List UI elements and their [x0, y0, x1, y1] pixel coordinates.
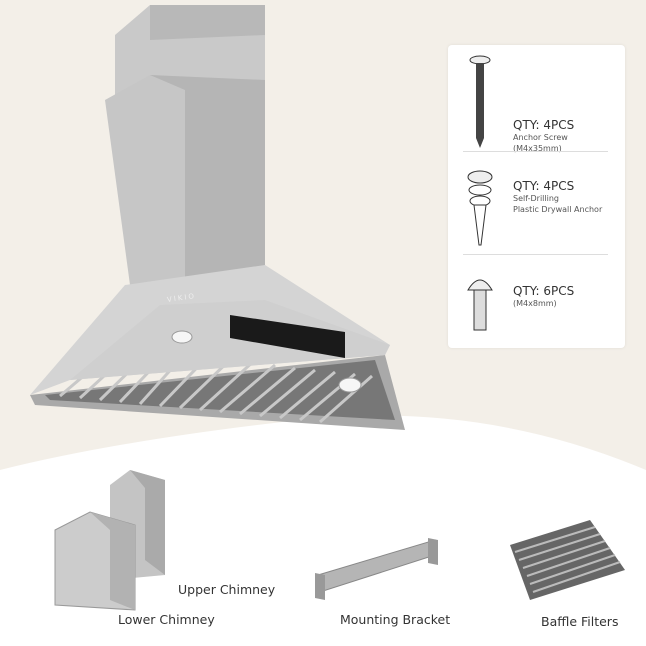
baffle-filters-label: Baffle Filters: [541, 614, 619, 629]
hardware-item: QTY: 4PCS Self-Drilling Plastic Drywall …: [513, 179, 603, 214]
mounting-bracket-label: Mounting Bracket: [340, 612, 451, 627]
hardware-icons: [467, 55, 493, 331]
range-hood: [30, 5, 405, 430]
control-panel[interactable]: [230, 315, 345, 358]
divider: [463, 254, 608, 255]
mounting-bracket: [315, 538, 438, 600]
hardware-item: QTY: 4PCS Anchor Screw (M4x35mm): [513, 118, 575, 153]
anchor-screw-icon: [469, 55, 491, 148]
divider: [463, 151, 608, 152]
lower-chimney-label: Lower Chimney: [118, 612, 215, 627]
upper-chimney-label: Upper Chimney: [178, 582, 276, 597]
baffle-filter: [510, 520, 625, 600]
short-screw-icon: [467, 279, 493, 331]
hardware-item: QTY: 6PCS (M4x8mm): [513, 284, 575, 308]
drywall-anchor-icon: [467, 170, 493, 246]
chimney-pieces: [54, 470, 165, 611]
hardware-card: QTY: 4PCS Anchor Screw (M4x35mm) QTY: 4P…: [448, 45, 625, 348]
